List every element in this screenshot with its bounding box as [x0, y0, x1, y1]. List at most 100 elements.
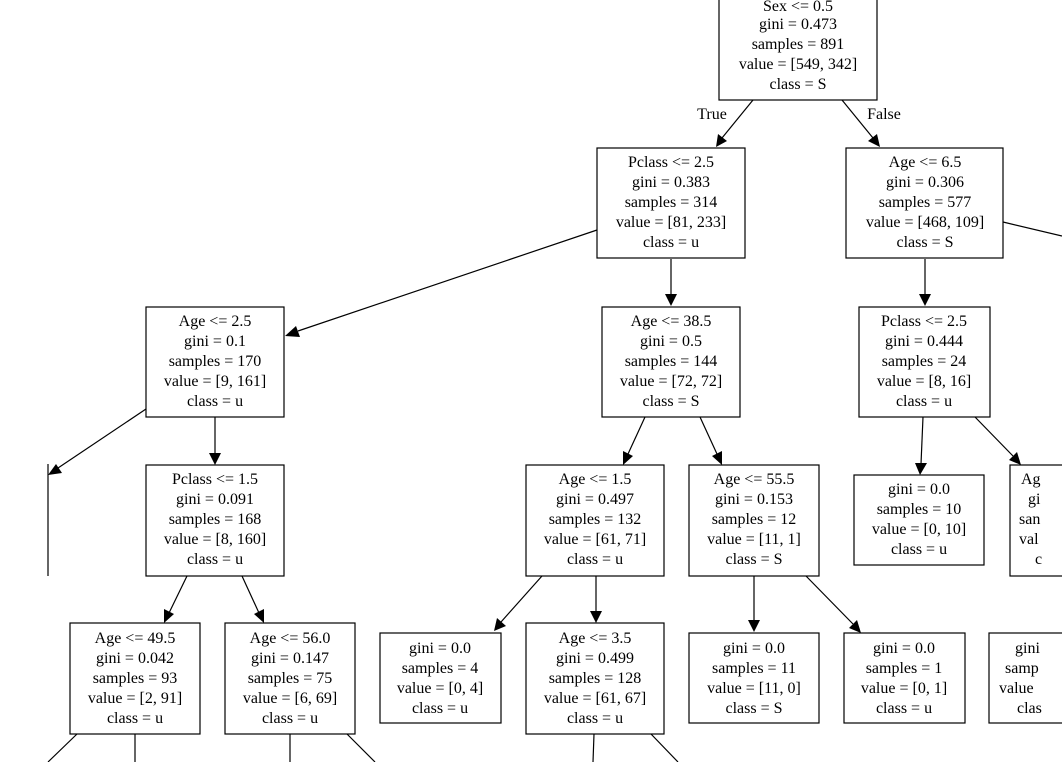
edge-root-n1 — [721, 99, 754, 139]
node-text: class = u — [262, 710, 318, 727]
edge-arrowhead — [285, 326, 300, 337]
node-text: class = u — [896, 393, 952, 410]
node-text: gini — [1015, 640, 1040, 657]
edge-arrowhead — [590, 611, 602, 623]
node-text: class = u — [876, 700, 932, 717]
node-text: samples = 4 — [402, 660, 479, 677]
node-text: samples = 891 — [752, 36, 845, 53]
node-text: Age <= 56.0 — [250, 630, 331, 647]
node-text: gini = 0.473 — [759, 16, 837, 33]
node-text: gini = 0.0 — [888, 481, 950, 498]
edge-arrowhead — [209, 453, 221, 465]
node-text: value = [2, 91] — [88, 690, 182, 707]
node-text: class = u — [187, 393, 243, 410]
tree-node-pclass-1-5: Pclass <= 1.5 gini = 0.091 samples = 168… — [145, 464, 285, 577]
tree-node-root: Sex <= 0.5 gini = 0.473 samples = 891 va… — [718, 0, 878, 101]
node-text: gini = 0.499 — [556, 650, 634, 667]
tree-edges — [47, 99, 1062, 762]
edge-arrowhead — [748, 620, 760, 632]
edge-arrowhead — [164, 609, 174, 623]
node-text: samples = 170 — [169, 353, 262, 370]
tree-node-age-3-5: Age <= 3.5 gini = 0.499 samples = 128 va… — [525, 622, 665, 735]
edge-root-n2 — [841, 99, 874, 139]
node-text: Pclass <= 2.5 — [628, 154, 714, 171]
edge-n8-n16 — [805, 575, 854, 625]
edge-n5-n9 — [920, 416, 924, 465]
node-text: gini = 0.0 — [409, 640, 471, 657]
node-text: Sex <= 0.5 — [763, 0, 833, 15]
edge-arrowhead — [254, 609, 264, 623]
node-text: class = u — [107, 710, 163, 727]
node-text: Age <= 6.5 — [889, 154, 962, 171]
node-text: c — [1035, 551, 1042, 568]
edge-arrowhead — [919, 294, 931, 306]
tree-leaf-samples-10: gini = 0.0 samples = 10 value = [0, 10] … — [853, 474, 985, 566]
node-text: samples = 24 — [882, 353, 967, 370]
node-text: gini = 0.091 — [176, 491, 254, 508]
node-text: class = u — [567, 710, 623, 727]
edge-arrowhead — [849, 620, 861, 633]
edge-arrowhead — [716, 134, 727, 147]
node-text: gini = 0.153 — [715, 491, 793, 508]
node-text: Ag — [1021, 471, 1041, 488]
node-text: class = u — [187, 551, 243, 568]
edge-n12-down-right — [346, 733, 376, 762]
node-text: value = [9, 161] — [164, 373, 266, 390]
node-text: samples = 93 — [93, 670, 178, 687]
edge-arrowhead — [915, 463, 927, 475]
tree-nodes: Sex <= 0.5 gini = 0.473 samples = 891 va… — [69, 0, 1062, 735]
tree-node-age-2-5: Age <= 2.5 gini = 0.1 samples = 170 valu… — [145, 306, 285, 418]
node-text: val — [1019, 531, 1039, 548]
edge-n11-down-left — [47, 733, 78, 762]
edge-n6-n11 — [168, 575, 188, 614]
node-text: samples = 144 — [625, 353, 718, 370]
node-text: gini = 0.147 — [251, 650, 329, 667]
edge-arrowhead — [712, 451, 722, 465]
node-text: samples = 75 — [248, 670, 333, 687]
node-text: value = [0, 4] — [397, 680, 483, 697]
tree-node-clipped-right: Ag gi san val c — [1009, 464, 1062, 577]
node-text: san — [1019, 511, 1040, 528]
tree-leaf-samples-4: gini = 0.0 samples = 4 value = [0, 4] cl… — [379, 632, 502, 724]
node-text: samp — [1005, 660, 1039, 677]
node-text: Age <= 38.5 — [631, 313, 712, 330]
node-text: samples = 128 — [549, 670, 642, 687]
tree-node-pclass-2-5: Pclass <= 2.5 gini = 0.383 samples = 314… — [596, 147, 746, 259]
edge-arrowhead — [623, 451, 633, 465]
node-text: samples = 314 — [625, 194, 718, 211]
node-text: class = S — [642, 393, 699, 410]
node-text: class = S — [725, 551, 782, 568]
node-text: class = u — [891, 541, 947, 558]
tree-node-age-6-5: Age <= 6.5 gini = 0.306 samples = 577 va… — [845, 147, 1004, 259]
edge-arrowhead — [868, 134, 880, 147]
node-text: value = [0, 1] — [861, 680, 947, 697]
node-text: Age <= 3.5 — [559, 630, 632, 647]
edge-n14-down-right — [650, 733, 679, 762]
node-text: samples = 132 — [549, 511, 642, 528]
node-text: samples = 577 — [879, 194, 972, 211]
node-text: value — [999, 680, 1034, 697]
node-text: value = [61, 67] — [544, 690, 646, 707]
node-text: gini = 0.1 — [184, 333, 246, 350]
edge-arrowhead — [48, 464, 62, 475]
node-text: gini = 0.306 — [886, 174, 964, 191]
node-text: samples = 10 — [877, 501, 962, 518]
node-text: gini = 0.383 — [632, 174, 710, 191]
node-text: gi — [1028, 491, 1041, 508]
edge-n14-down-left — [592, 733, 595, 762]
node-text: gini = 0.042 — [96, 650, 174, 667]
node-text: value = [468, 109] — [866, 214, 984, 231]
node-text: value = [81, 233] — [616, 214, 726, 231]
node-text: Age <= 55.5 — [714, 471, 795, 488]
node-text: value = [6, 69] — [243, 690, 337, 707]
node-text: Age <= 1.5 — [559, 471, 632, 488]
node-text: value = [0, 10] — [872, 521, 966, 538]
node-text: gini = 0.0 — [723, 640, 785, 657]
node-text: value = [61, 71] — [544, 531, 646, 548]
node-text: class = S — [725, 700, 782, 717]
node-text: value = [8, 16] — [877, 373, 971, 390]
edge-n1-n3 — [297, 229, 598, 332]
tree-node-pclass-2-5-b: Pclass <= 2.5 gini = 0.444 samples = 24 … — [858, 306, 991, 418]
edge-n7-n13 — [500, 575, 543, 623]
